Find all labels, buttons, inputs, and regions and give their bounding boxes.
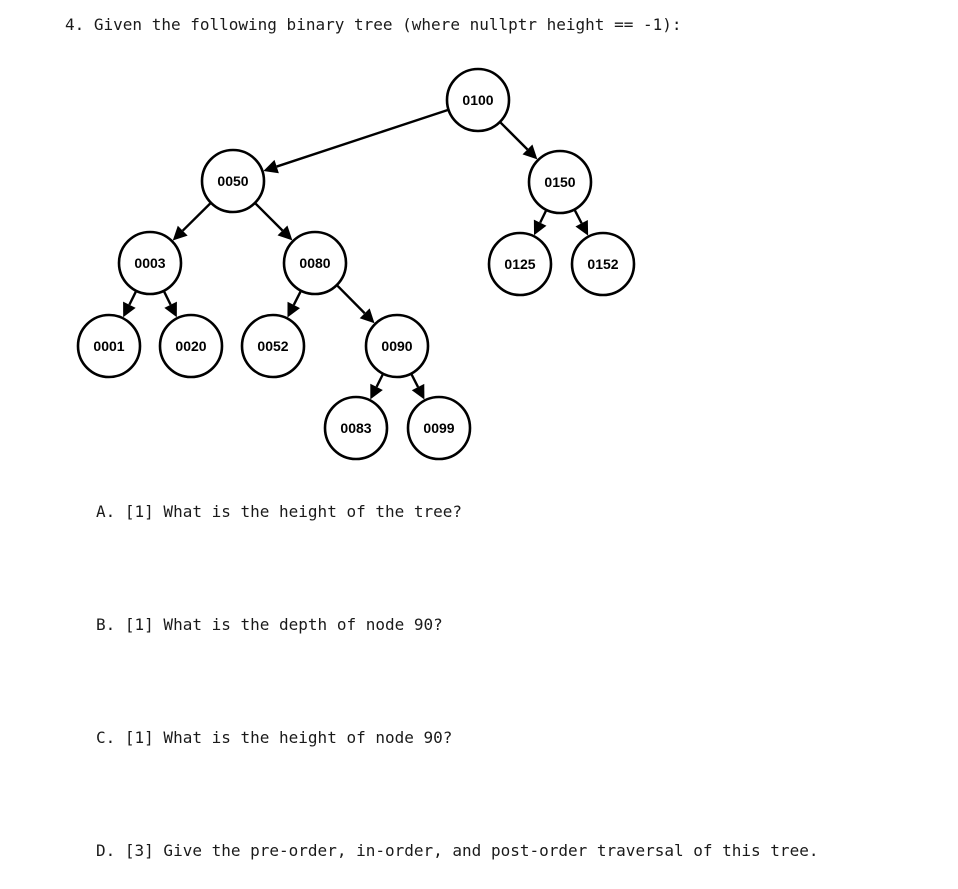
question-part-d: D. [3] Give the pre-order, in-order, and… (96, 841, 819, 860)
tree-edge (499, 121, 538, 160)
arrowhead-icon (277, 225, 293, 241)
arrowhead-icon (370, 383, 383, 400)
node-circle (445, 67, 511, 133)
node-label: 0052 (257, 338, 288, 354)
arrowhead-icon (533, 219, 547, 236)
tree-node: 0052 (240, 313, 306, 379)
edge-line (128, 290, 138, 306)
node-label: 0125 (504, 256, 535, 272)
edge-line (254, 202, 284, 232)
node-label: 0083 (340, 420, 371, 436)
tree-node: 0080 (282, 230, 348, 296)
edge-line (410, 373, 420, 388)
arrowhead-icon (522, 144, 538, 160)
question-part-b: B. [1] What is the depth of node 90? (96, 615, 443, 634)
node-circle (117, 230, 183, 296)
edge-line (573, 208, 583, 224)
edge-line (181, 201, 212, 232)
arrowhead-icon (263, 159, 279, 174)
node-label: 0150 (544, 174, 575, 190)
node-circle (570, 231, 636, 297)
edge-line (335, 284, 366, 315)
node-label: 0003 (134, 255, 165, 271)
tree-node: 0083 (323, 395, 389, 461)
arrowhead-icon (123, 301, 136, 318)
question-part-c: C. [1] What is the height of node 90? (96, 728, 453, 747)
node-label: 0152 (587, 256, 618, 272)
tree-node: 0090 (364, 313, 430, 379)
edge-line (162, 290, 172, 306)
tree-edge (335, 284, 375, 324)
arrowhead-icon (172, 225, 188, 241)
tree-edge (172, 201, 212, 241)
tree-nodes: 0100 0050 0150 0003 0080 0125 0152 0001 0020 0052… (76, 67, 636, 461)
tree-edge (287, 290, 303, 318)
node-circle (240, 313, 306, 379)
node-circle (406, 395, 472, 461)
node-label: 0099 (423, 420, 454, 436)
tree-edge (573, 208, 589, 236)
tree-node: 0125 (487, 231, 553, 297)
node-circle (282, 230, 348, 296)
binary-tree-diagram: 0100 0050 0150 0003 0080 0125 0152 0001 0020 0052… (76, 67, 636, 461)
node-label: 0050 (217, 173, 248, 189)
tree-node: 0150 (527, 149, 593, 215)
tree-node: 0099 (406, 395, 472, 461)
tree-edge (370, 373, 385, 400)
tree-edge (263, 108, 449, 174)
node-label: 0080 (299, 255, 330, 271)
tree-edge (533, 209, 548, 236)
tree-node: 0003 (117, 230, 183, 296)
edge-line (375, 373, 385, 388)
node-circle (487, 231, 553, 297)
arrowhead-icon (411, 383, 425, 400)
node-circle (323, 395, 389, 461)
edge-line (276, 108, 449, 168)
edge-line (539, 209, 548, 224)
arrowhead-icon (164, 301, 177, 318)
tree-edge (123, 290, 138, 318)
tree-edge (162, 290, 177, 318)
node-circle (158, 313, 224, 379)
tree-node: 0001 (76, 313, 142, 379)
tree-node: 0050 (200, 148, 266, 214)
edge-line (499, 121, 529, 151)
node-label: 0001 (93, 338, 124, 354)
node-circle (76, 313, 142, 379)
tree-node: 0020 (158, 313, 224, 379)
node-circle (527, 149, 593, 215)
node-circle (364, 313, 430, 379)
arrowhead-icon (575, 220, 589, 236)
arrowhead-icon (287, 301, 301, 318)
tree-edge (410, 373, 425, 400)
tree-edge (254, 202, 293, 241)
node-label: 0020 (175, 338, 206, 354)
tree-edges (123, 108, 589, 400)
tree-node: 0152 (570, 231, 636, 297)
tree-node: 0100 (445, 67, 511, 133)
edge-line (292, 290, 303, 306)
question-title: 4. Given the following binary tree (wher… (65, 15, 682, 34)
node-circle (200, 148, 266, 214)
node-label: 0100 (462, 92, 493, 108)
node-label: 0090 (381, 338, 412, 354)
question-part-a: A. [1] What is the height of the tree? (96, 502, 463, 521)
arrowhead-icon (359, 308, 375, 324)
